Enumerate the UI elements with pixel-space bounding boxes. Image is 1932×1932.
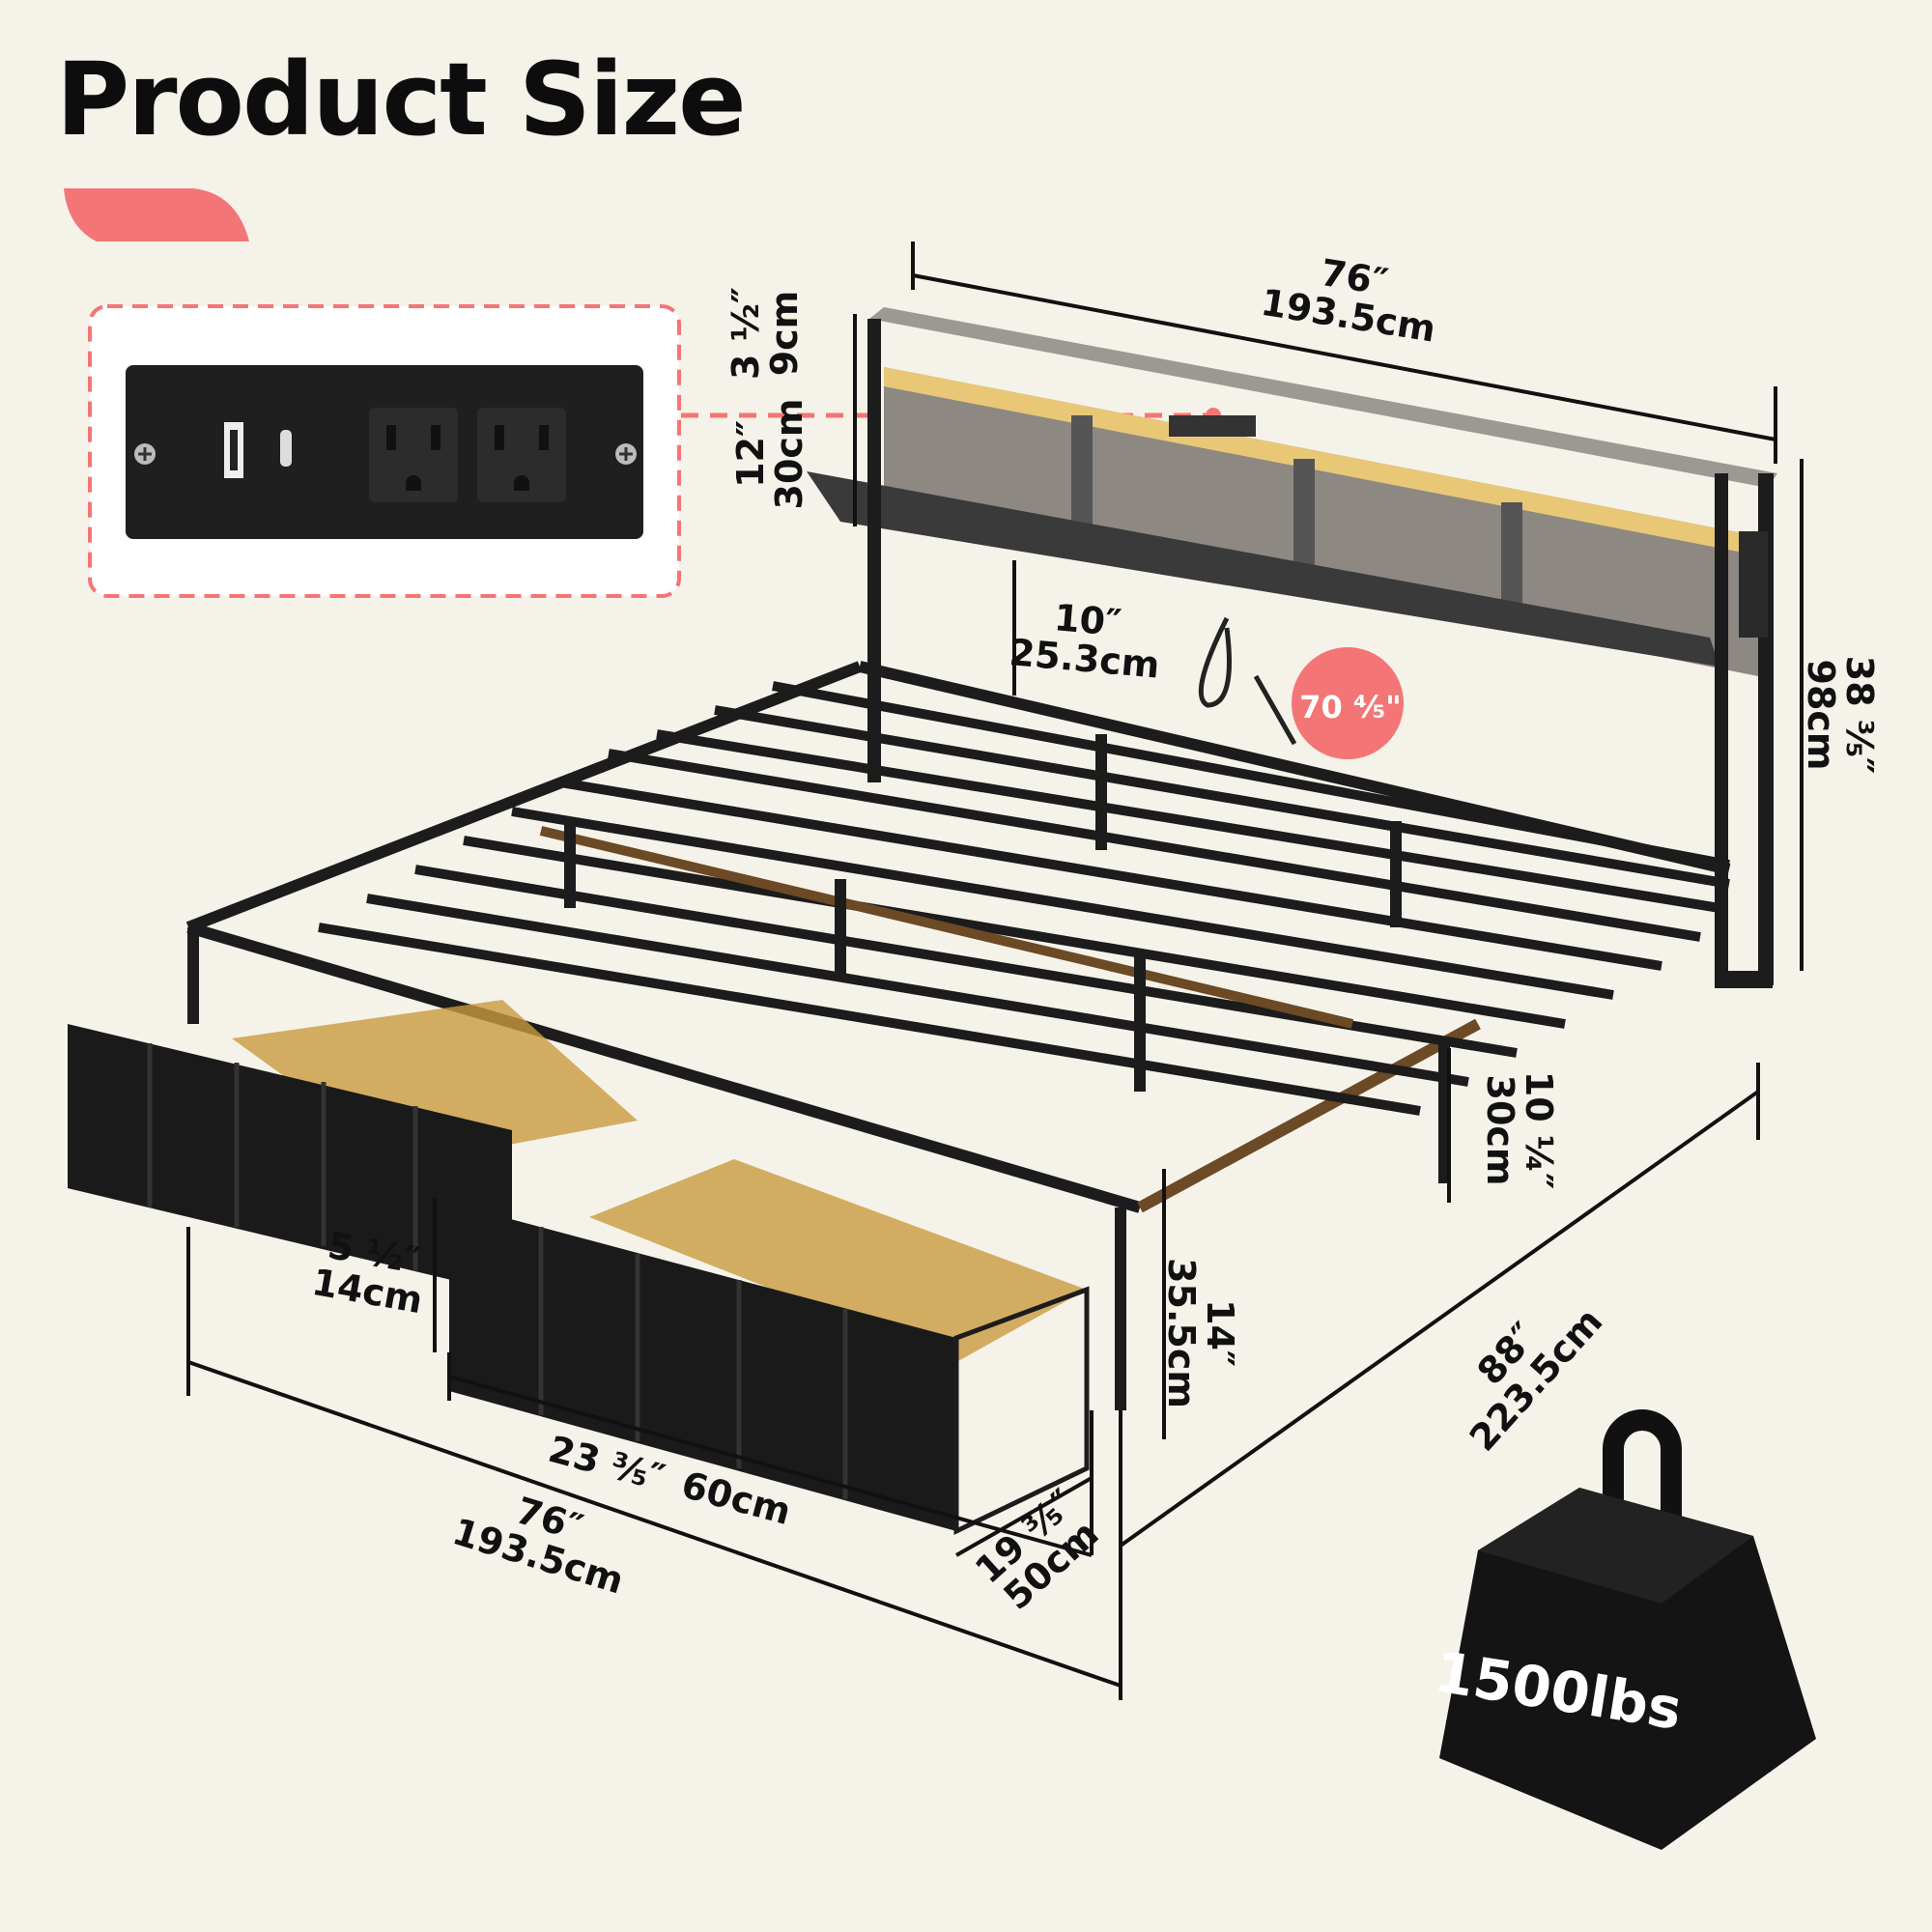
svg-text:19 ⅗″50cm: 19 ⅗″50cm [967, 1481, 1109, 1620]
drawer-left [68, 1000, 638, 1294]
svg-text:5 ½″14cm: 5 ½″14cm [309, 1223, 433, 1322]
svg-text:38 ⅗″98cm: 38 ⅗″98cm [1800, 656, 1881, 774]
weight-icon [1439, 1409, 1816, 1850]
total-height-cm: 98cm [1800, 659, 1842, 770]
svg-text:12″30cm: 12″30cm [729, 398, 810, 509]
storage-height-cm: 30cm [768, 398, 810, 509]
clearance-in: 10″ [1052, 596, 1122, 644]
length-cm: 223.5cm [1462, 1300, 1611, 1460]
under-bed-in: 14″ [1199, 1299, 1241, 1367]
accent-swoosh [64, 188, 249, 242]
ac-outlet-icon [477, 408, 566, 502]
outlet-panel [126, 365, 643, 539]
cord-length: 70 ⅘" [1299, 689, 1401, 725]
page-title: Product Size [56, 41, 747, 158]
svg-text:76″193.5cm: 76″193.5cm [447, 1473, 639, 1603]
dimension-lines [186, 242, 1804, 1700]
cord-length-badge [1292, 647, 1404, 759]
svg-text:3 ½″9cm: 3 ½″9cm [724, 287, 806, 380]
center-leg-cm: 30cm [1479, 1074, 1521, 1185]
ac-outlet-icon [369, 408, 458, 502]
bed-frame [185, 661, 1731, 1410]
total-height-in: 38 ⅗″ [1838, 656, 1881, 774]
storage-height-in: 12″ [729, 420, 772, 488]
usb-c-port-icon [280, 430, 292, 467]
shelf-height-in: 3 ½″ [724, 287, 767, 380]
under-bed-cm: 35.5cm [1160, 1258, 1203, 1408]
svg-text:88″223.5cm: 88″223.5cm [1433, 1274, 1610, 1460]
center-leg-in: 10 ¼″ [1518, 1071, 1560, 1189]
shelf-height-cm: 9cm [763, 291, 806, 377]
headboard-width-in: 76″ [1318, 251, 1391, 303]
drawer-right [449, 1159, 1090, 1535]
clearance-cm: 25.3cm [1008, 631, 1161, 686]
svg-text:10″25.3cm: 10″25.3cm [1008, 592, 1165, 686]
svg-text:10 ¼″30cm: 10 ¼″30cm [1479, 1071, 1560, 1189]
svg-text:14″35.5cm: 14″35.5cm [1160, 1258, 1241, 1408]
svg-text:76″193.5cm: 76″193.5cm [1258, 242, 1444, 350]
headboard [807, 307, 1777, 988]
